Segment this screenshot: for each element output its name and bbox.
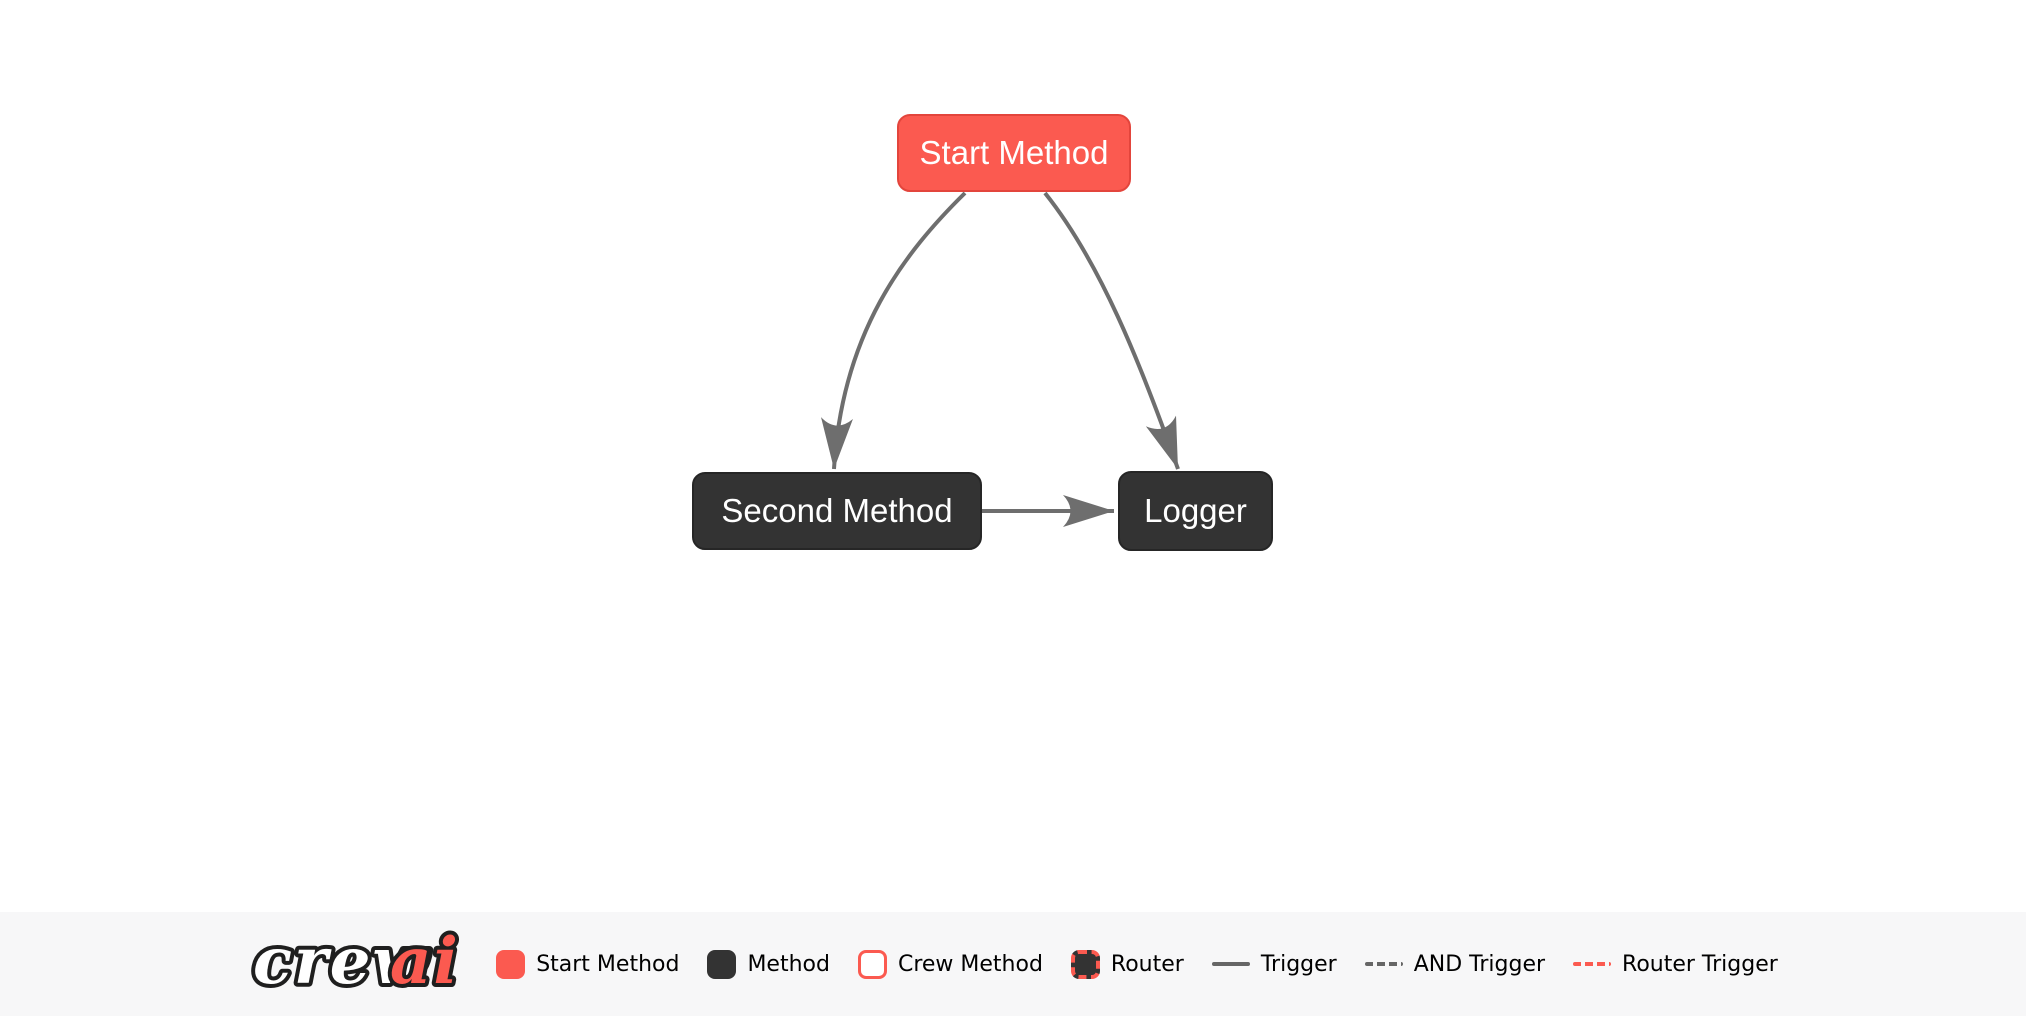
legend-label: Router Trigger — [1622, 951, 1778, 977]
and-trigger-line-icon — [1364, 962, 1403, 966]
logo-text-crew: crew — [253, 926, 430, 999]
edge-start-to-second — [821, 191, 967, 470]
start-node-swatch-icon — [496, 949, 526, 979]
legend-label: Trigger — [1260, 951, 1337, 977]
node-second-method[interactable]: Second Method — [692, 472, 982, 550]
trigger-line-icon — [1211, 962, 1250, 966]
method-node-swatch-icon — [707, 949, 737, 979]
legend-item-router: Router — [1070, 949, 1184, 979]
legend-item-trigger: Trigger — [1211, 951, 1337, 977]
legend-item-start-method: Start Method — [496, 949, 680, 979]
node-label: Start Method — [919, 134, 1109, 171]
edge-start-to-logger — [1043, 191, 1180, 470]
router-trigger-line-icon — [1573, 962, 1612, 966]
node-start-method[interactable]: Start Method — [897, 114, 1131, 192]
crew-method-swatch-icon — [857, 949, 887, 979]
legend-item-crew-method: Crew Method — [857, 949, 1043, 979]
node-logger[interactable]: Logger — [1118, 471, 1273, 551]
legend-label: Crew Method — [897, 951, 1043, 977]
node-label: Logger — [1144, 492, 1247, 529]
legend-label: Router — [1110, 951, 1184, 977]
legend-item-router-trigger: Router Trigger — [1573, 952, 1778, 977]
legend-label: Method — [747, 951, 830, 977]
legend-item-method: Method — [707, 949, 830, 979]
node-label: Second Method — [721, 492, 953, 529]
logo-text-ai: ai — [390, 926, 460, 999]
router-node-swatch-icon — [1070, 949, 1100, 979]
legend-item-and-trigger: AND Trigger — [1364, 951, 1546, 977]
crewai-logo: crew ai — [249, 926, 460, 1002]
legend-label: Start Method — [536, 951, 680, 977]
legend-bar: crew ai Start Method Method Crew Method … — [0, 912, 2026, 1016]
legend-label: AND Trigger — [1413, 951, 1546, 977]
